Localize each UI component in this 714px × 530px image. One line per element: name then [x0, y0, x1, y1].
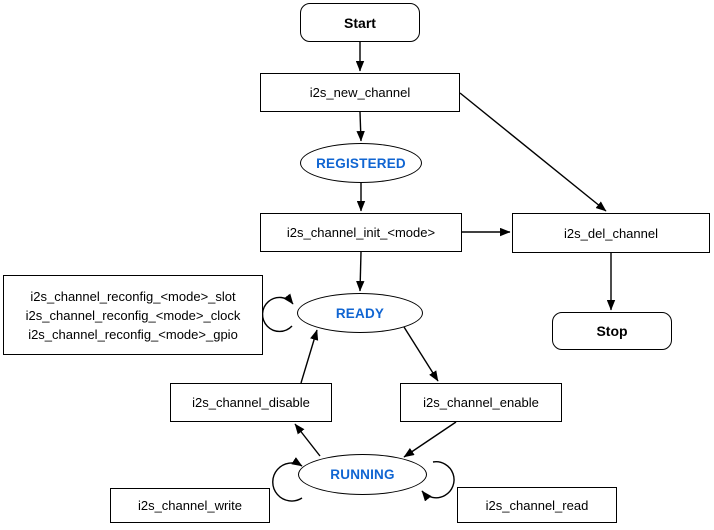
- node-i2s-channel-reconfig: i2s_channel_reconfig_<mode>_slot i2s_cha…: [3, 275, 263, 355]
- node-i2s-channel-write: i2s_channel_write: [110, 488, 270, 523]
- node-i2s-channel-enable-label: i2s_channel_enable: [423, 395, 539, 410]
- node-i2s-channel-disable-label: i2s_channel_disable: [192, 395, 310, 410]
- node-i2s-del-channel: i2s_del_channel: [512, 213, 710, 253]
- node-state-ready: READY: [297, 293, 423, 333]
- edge-running-to-disable: [294, 423, 321, 457]
- node-state-registered: REGISTERED: [300, 143, 422, 183]
- edge-enable-to-running: [403, 421, 457, 458]
- edge-new-channel-to-registered: [356, 111, 365, 142]
- self-loop-running-write: [272, 457, 303, 502]
- node-i2s-del-channel-label: i2s_del_channel: [564, 225, 658, 241]
- reconfig-line-slot: i2s_channel_reconfig_<mode>_slot: [30, 288, 236, 304]
- reconfig-line-gpio: i2s_channel_reconfig_<mode>_gpio: [28, 326, 238, 342]
- node-stop-label: Stop: [596, 323, 628, 339]
- node-i2s-channel-read: i2s_channel_read: [457, 487, 617, 523]
- node-i2s-channel-read-label: i2s_channel_read: [485, 497, 589, 513]
- node-i2s-new-channel-label: i2s_new_channel: [309, 85, 411, 100]
- node-i2s-channel-enable: i2s_channel_enable: [400, 383, 562, 422]
- node-state-running-label: RUNNING: [330, 467, 395, 482]
- node-state-registered-label: REGISTERED: [316, 155, 406, 171]
- node-i2s-channel-init: i2s_channel_init_<mode>: [260, 213, 462, 252]
- node-stop: Stop: [552, 312, 672, 350]
- edge-disable-to-ready: [300, 329, 319, 384]
- self-loop-running-read: [421, 461, 455, 502]
- node-i2s-channel-disable: i2s_channel_disable: [170, 383, 332, 422]
- edge-init-to-ready: [356, 251, 365, 292]
- edge-new-channel-to-del-channel: [459, 92, 607, 212]
- node-i2s-channel-init-label: i2s_channel_init_<mode>: [286, 225, 436, 240]
- node-i2s-channel-write-label: i2s_channel_write: [137, 498, 243, 513]
- node-start-label: Start: [344, 14, 376, 31]
- node-state-ready-label: READY: [335, 305, 385, 321]
- reconfig-line-clock: i2s_channel_reconfig_<mode>_clock: [25, 307, 241, 323]
- node-i2s-new-channel: i2s_new_channel: [260, 73, 460, 112]
- edge-ready-to-enable: [403, 326, 439, 382]
- node-state-running: RUNNING: [298, 454, 427, 495]
- node-start: Start: [300, 3, 420, 42]
- self-loop-ready-reconfig: [261, 293, 294, 333]
